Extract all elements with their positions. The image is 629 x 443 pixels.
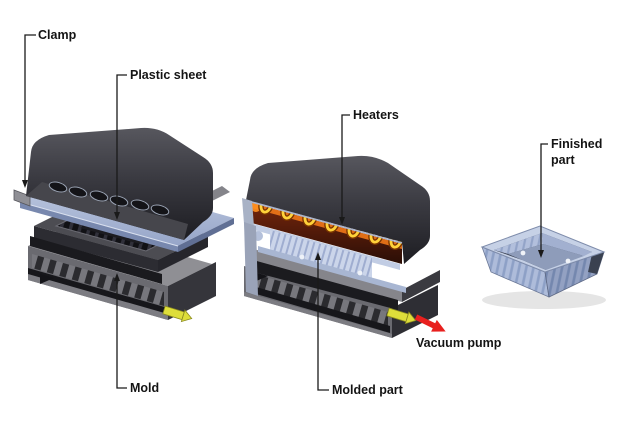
mold-base-bottom-lip [28, 274, 168, 320]
label-plastic-sheet-text: Plastic sheet [130, 68, 207, 82]
leader-plastic-sheet-arrowhead [114, 212, 120, 220]
label-molded-part-text: Molded part [332, 383, 404, 397]
label-mold: Mold [114, 273, 159, 395]
clamp-slot [89, 190, 109, 202]
clamp-slots [48, 181, 170, 216]
sheet-front-edge [20, 202, 178, 252]
forming-mold-band [250, 248, 402, 302]
clamp-slot [68, 186, 88, 198]
clamp-slot [130, 199, 150, 211]
tray-shadow [482, 291, 606, 309]
leader-molded-part [317, 259, 329, 391]
molded-part-hole [357, 270, 363, 276]
molded-part-hole [299, 254, 305, 260]
vacuum-port-nozzle [162, 305, 193, 323]
tray-wall-right-shadow [588, 252, 604, 274]
molded-part-flange [258, 246, 406, 293]
label-vacuum-pump: Vacuum pump [416, 336, 502, 350]
stage-2-forming-assembly [242, 155, 446, 338]
label-finished-part-text-line1: Finished [551, 137, 602, 151]
label-molded-part: Molded part [315, 252, 404, 397]
tray-floor [508, 244, 584, 270]
molded-part [253, 224, 406, 293]
clamp-hood [13, 127, 213, 240]
vacuum-arrow [414, 314, 446, 332]
label-heaters-text: Heaters [353, 108, 399, 122]
molded-part-ribbed-block [270, 230, 372, 280]
clamp-hood-interior [26, 181, 188, 240]
label-clamp-text: Clamp [38, 28, 77, 42]
clamp-slot [109, 195, 129, 207]
tray-floor-hole [520, 250, 526, 256]
forming-clamp-hood [246, 155, 430, 264]
leader-heaters-arrowhead [339, 217, 345, 225]
label-mold-text: Mold [130, 381, 159, 395]
label-clamp: Clamp [22, 28, 77, 188]
clamp-slot [150, 204, 170, 216]
leader-clamp-arrowhead [22, 180, 28, 188]
label-finished-part: Finished part [538, 137, 602, 258]
tray-inner-wall-back-right [542, 233, 592, 256]
leader-plastic-sheet [116, 74, 127, 213]
hood-underside-band [26, 182, 188, 240]
label-heaters: Heaters [339, 108, 399, 225]
forming-mold-right-face [402, 270, 440, 302]
base-right-face [392, 285, 438, 338]
finished-part-tray [480, 225, 606, 309]
label-finished-part-text-line2: part [551, 153, 575, 167]
sheet-highlight [19, 201, 179, 247]
mold-front-triangle-mark [40, 274, 54, 284]
sheet-right-edge [178, 218, 234, 252]
leader-mold-arrowhead [114, 273, 120, 281]
mold-dark-band [30, 236, 162, 284]
leader-clamp [24, 34, 36, 181]
label-vacuum-pump-text: Vacuum pump [416, 336, 502, 350]
leader-heaters [341, 114, 350, 218]
stage-1-exploded-assembly [13, 127, 234, 323]
leader-finished-part [540, 143, 548, 251]
mold-upper-right-face [158, 235, 208, 272]
mold-base-vent-slots [32, 254, 164, 306]
vacuum-port-nozzle [386, 307, 417, 325]
clamp-tab-left [13, 189, 31, 207]
leader-mold [116, 280, 127, 389]
leader-molded-part-arrowhead [315, 252, 321, 260]
tray-floor-hole [565, 258, 571, 264]
tray-inner-wall-back-left [494, 233, 543, 254]
leader-finished-part-arrowhead [538, 250, 544, 258]
mold-cut-surface-left [244, 222, 258, 296]
mold-upper-front-face [34, 226, 158, 272]
clamp-slot [48, 181, 68, 193]
hood-cut-edge [247, 200, 403, 244]
forming-mold-dark-band [246, 258, 398, 310]
label-plastic-sheet: Plastic sheet [114, 68, 207, 220]
mold-base-right-face [168, 262, 216, 320]
